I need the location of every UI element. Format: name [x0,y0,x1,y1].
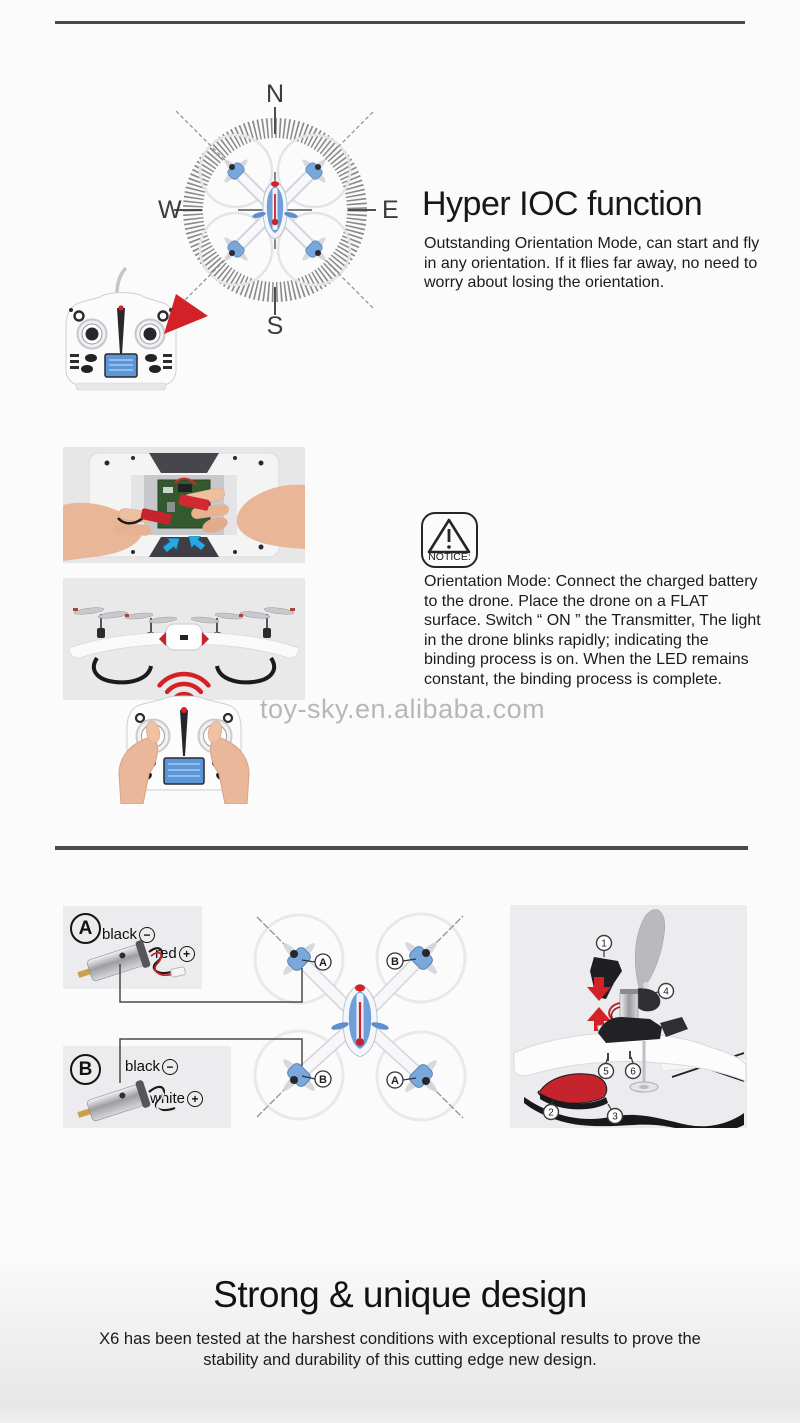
left-hand [118,720,161,804]
motor-label-front-right: B [391,956,399,968]
motor-a-diagram: A black− red+ [63,906,202,989]
part-number-6: 6 [630,1067,636,1078]
warning-triangle-icon [427,518,471,554]
part-number-2: 2 [548,1108,554,1119]
notice-icon: NOTICE: [421,512,478,568]
compass-drone-diagram: N S W E [158,80,399,336]
compass-label-east: E [382,196,399,224]
drone-binding-photo [63,578,305,804]
exploded-view-diagram: 1 2 3 4 5 6 [510,905,747,1128]
motor-label-rear-left: B [319,1074,327,1086]
gear [629,1041,659,1093]
plus-icon: + [178,945,195,962]
mid-divider [55,846,748,850]
ioc-description: Outstanding Orientation Mode, can start … [424,235,760,291]
buttons [81,354,161,373]
orientation-description: Orientation Mode: Connect the charged ba… [424,573,761,688]
motor-b-diagram: B black− white+ [63,1046,231,1128]
part-number-4: 4 [663,987,669,998]
ioc-heading: Hyper IOC function [422,185,703,223]
battery-connectors [117,494,210,525]
motor-a-illustration [77,940,186,982]
landing-skid [524,1097,744,1128]
part-number-1: 1 [601,939,607,950]
compass-label-west: W [158,196,182,224]
design-description: X6 has been tested at the harshest condi… [0,1329,800,1371]
part-number-3: 3 [612,1112,618,1123]
drone-body [252,180,298,240]
motor-pods [227,162,323,258]
canopy-part [537,1073,608,1110]
propeller-guards [198,133,352,287]
motor-b-badge: B [70,1054,101,1085]
motor-callouts [301,952,417,1089]
motor-label-front-left: A [319,957,327,969]
transmitter-in-hands [118,695,250,804]
antenna-base [117,308,125,354]
top-divider [55,21,745,24]
drone-front-view [68,607,300,685]
design-description-line2: stability and durability of this cutting… [203,1351,597,1369]
right-hand [207,720,250,804]
drone-body [331,983,389,1058]
motor-b-illustration [77,1080,178,1122]
watermark: toy-sky.en.alibaba.com [260,694,546,724]
part-callouts: 1 2 3 4 5 6 [542,934,675,1125]
blue-arrow-icons [162,536,206,553]
design-heading: Strong & unique design [213,1274,587,1315]
antenna-base [180,710,188,756]
compass-label-north: N [266,80,284,108]
drone-top-view-diagram: A B B A [253,912,467,1122]
plus-icon: + [187,1090,204,1107]
red-press-arrows-icon [587,977,611,1031]
compass-label-south: S [267,312,284,336]
control-sticks [76,318,166,350]
battery-connection-photo [63,447,305,563]
design-description-line1: X6 has been tested at the harshest condi… [99,1330,701,1348]
bottom-gradient [0,1248,800,1423]
motor-a-badge: A [70,913,101,944]
transmitter-illustration [65,266,177,391]
lcd-screen [163,757,205,785]
part-number-5: 5 [603,1067,609,1078]
motor-label-rear-right: A [391,1075,399,1087]
minus-icon: − [139,926,156,943]
notice-label: NOTICE: [428,551,471,563]
wire-name: black [102,926,138,943]
red-arrow-icon [164,294,208,334]
wire-label-black-neg: black− [102,926,156,943]
landing-skids [91,656,277,685]
